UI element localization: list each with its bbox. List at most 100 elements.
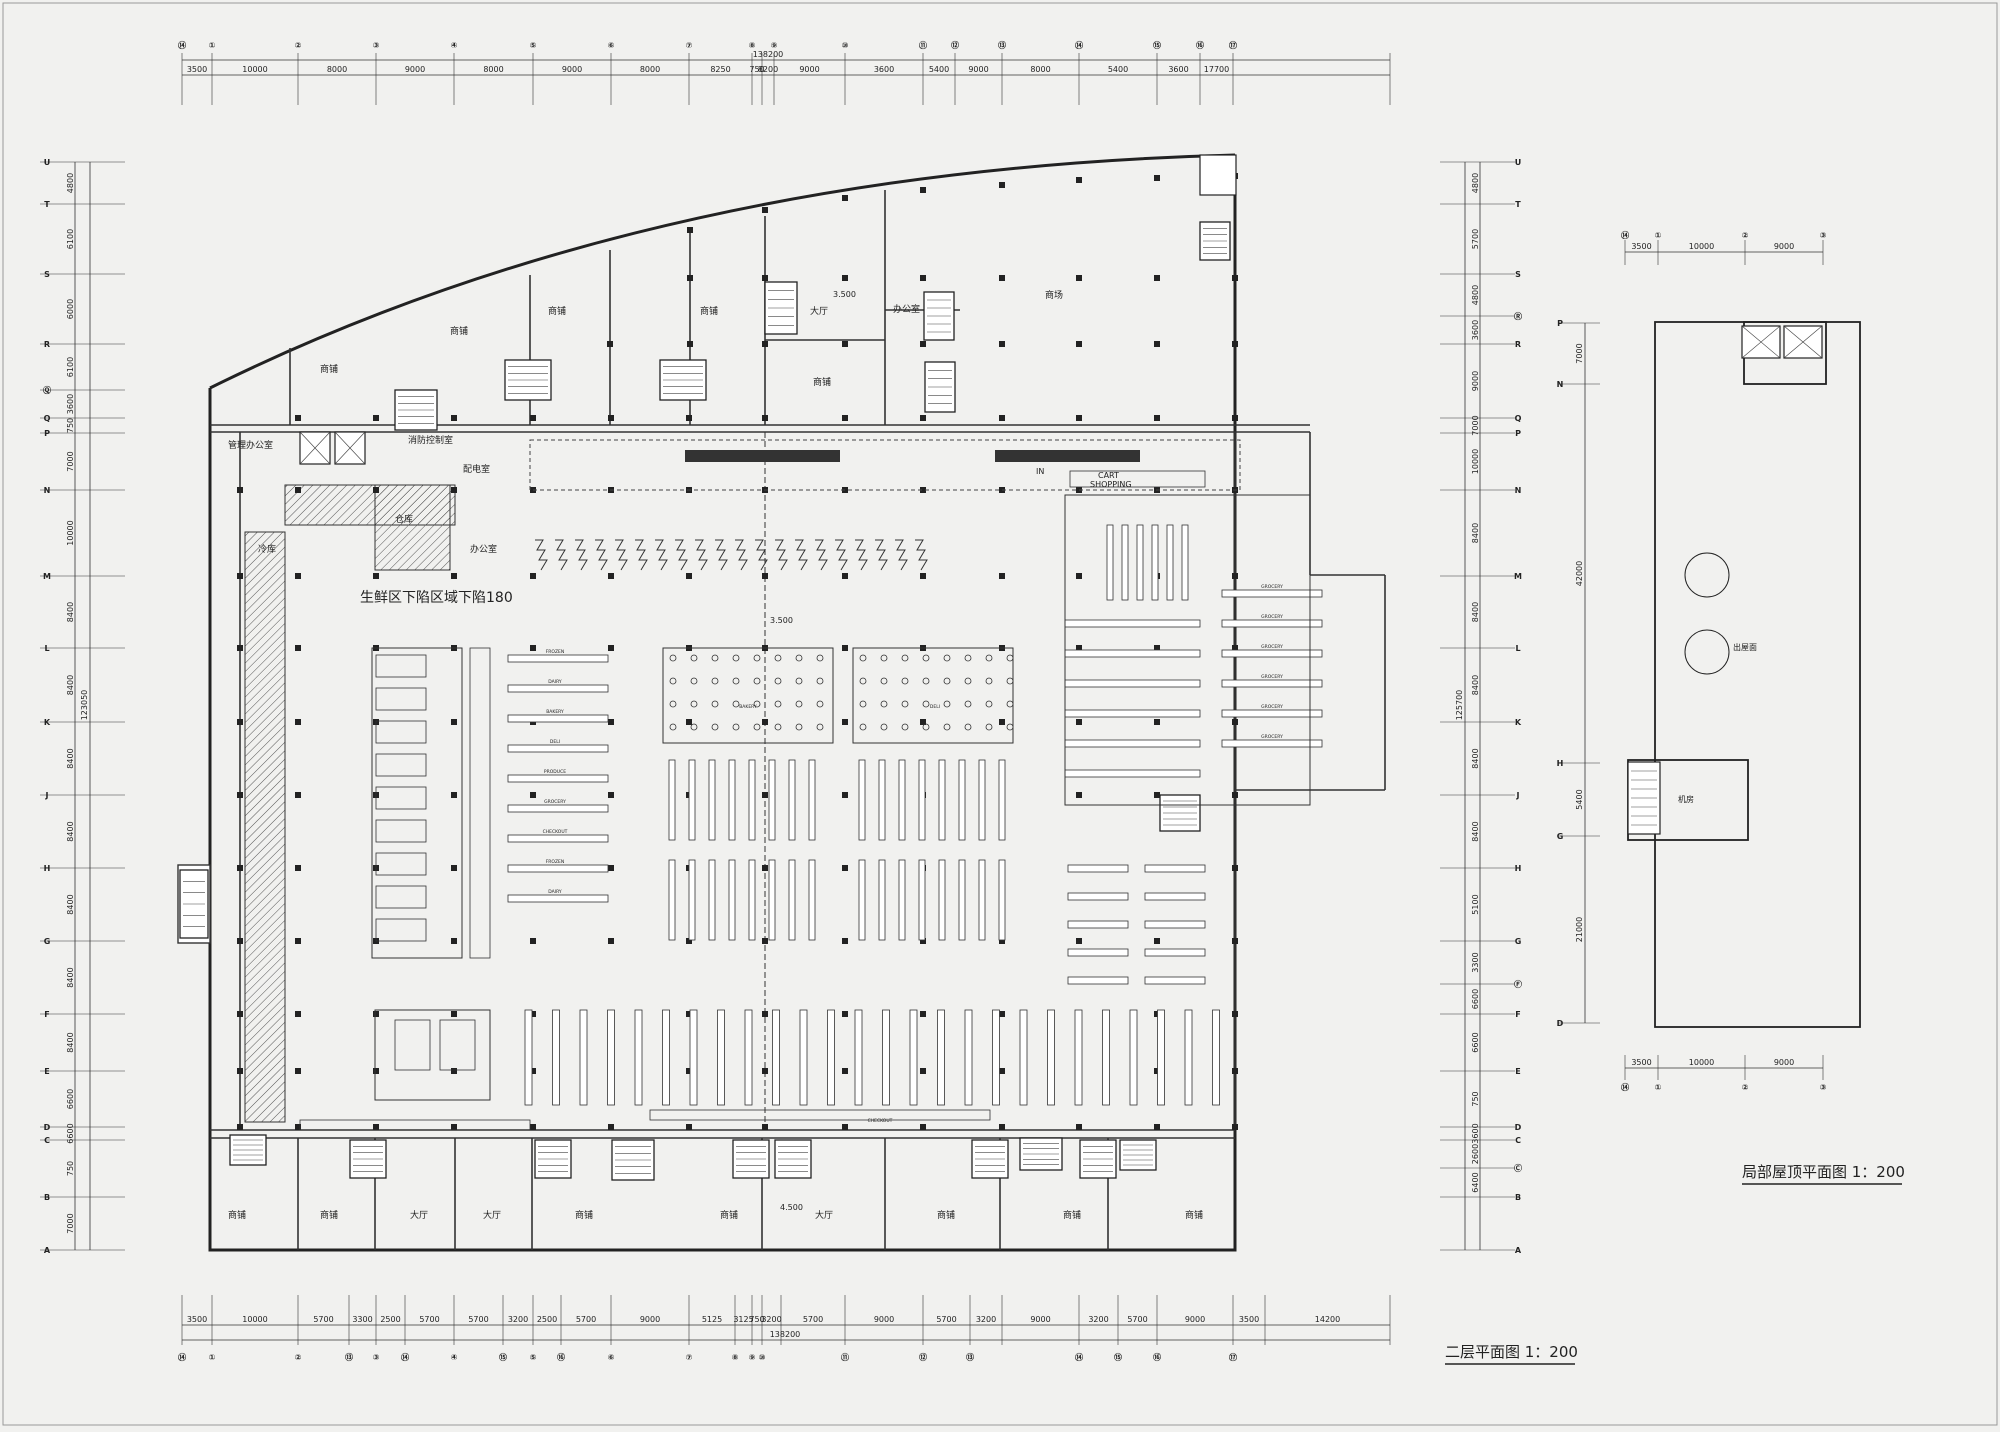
roof-top-axis-label: ③ <box>1820 231 1827 240</box>
table <box>901 654 909 662</box>
structural-column <box>920 719 926 725</box>
cart-rack <box>555 539 568 571</box>
grocery-block <box>1064 494 1311 806</box>
bottom-dim-value: 2500 <box>380 1315 400 1324</box>
left-dim-value: 8400 <box>66 675 75 695</box>
structural-column <box>373 415 379 421</box>
structural-column <box>295 1068 301 1074</box>
shelf <box>1121 524 1129 601</box>
top-axis-label: ① <box>209 41 216 50</box>
left-dim-value: 3600 <box>66 394 75 414</box>
shelf <box>507 654 609 663</box>
structural-column <box>762 207 768 213</box>
right-axis-label: Q <box>1515 414 1522 423</box>
structural-column <box>1154 415 1160 421</box>
shelf <box>1106 524 1114 601</box>
left-dim-value: 7000 <box>66 1213 75 1233</box>
cart-rack <box>875 539 888 571</box>
left-dim-value: 750 <box>66 418 75 433</box>
shelf <box>858 859 866 941</box>
left-dim-value: 8400 <box>66 748 75 768</box>
structural-column <box>1232 341 1238 347</box>
structural-column <box>608 792 614 798</box>
table <box>859 654 867 662</box>
shelf <box>507 894 609 903</box>
structural-column <box>530 415 536 421</box>
right-dim-value: 8400 <box>1471 675 1480 695</box>
right-axis-label: T <box>1515 200 1521 209</box>
bottom-axis-label: ⑬ <box>966 1352 974 1362</box>
table <box>774 700 782 708</box>
left-dim-value: 8400 <box>66 821 75 841</box>
right-axis-label: A <box>1515 1246 1522 1255</box>
right-axis-label: C <box>1515 1136 1521 1145</box>
counter <box>394 1019 431 1071</box>
counter <box>439 1019 476 1071</box>
shelf <box>1064 649 1201 658</box>
structural-column <box>842 865 848 871</box>
right-dim-value: 2600 <box>1471 1144 1480 1164</box>
bottom-dim-value: 5700 <box>936 1315 956 1324</box>
structural-column <box>237 1124 243 1130</box>
structural-column <box>608 719 614 725</box>
structural-column <box>999 415 1005 421</box>
bottom-dim-value: 5700 <box>1127 1315 1147 1324</box>
structural-column <box>373 1011 379 1017</box>
aisle-shelf <box>607 1009 615 1106</box>
table <box>690 677 698 685</box>
cart-rack <box>775 539 788 571</box>
structural-column <box>1154 275 1160 281</box>
stairs-and-elevators <box>179 154 1823 1181</box>
shelf-label: GROCERY <box>1261 584 1283 590</box>
bottom-axis-label: ⑨ <box>749 1353 756 1362</box>
structural-column <box>608 573 614 579</box>
structural-column <box>920 573 926 579</box>
right-axis-label: L <box>1515 644 1520 653</box>
shelf-label: FROZEN <box>546 649 565 655</box>
cart-rack <box>715 539 728 571</box>
level-mark: 3.500 <box>833 290 856 299</box>
structural-column <box>1154 341 1160 347</box>
right-dim-value: 9000 <box>1471 371 1480 391</box>
display-case <box>375 885 427 909</box>
shelf <box>1181 524 1189 601</box>
left-axis-label: R <box>44 340 50 349</box>
west-service-corridor <box>177 484 456 1123</box>
roof-bottom-dim-value: 3500 <box>1631 1058 1651 1067</box>
structural-column <box>920 187 926 193</box>
structural-column <box>842 1068 848 1074</box>
table <box>690 654 698 662</box>
store-fixtures: FROZENDAIRYBAKERYDELIPRODUCEGROCERYCHECK… <box>299 494 1323 1131</box>
top-axis-label: ⑤ <box>530 41 537 50</box>
shelf <box>1067 976 1129 985</box>
structural-column <box>687 341 693 347</box>
table <box>795 700 803 708</box>
left-dim-value: 6100 <box>66 357 75 377</box>
table <box>732 700 740 708</box>
table <box>922 654 930 662</box>
right-dim-value: 8400 <box>1471 523 1480 543</box>
structural-column <box>1076 415 1082 421</box>
roof-top-dim-value: 3500 <box>1631 242 1651 251</box>
structural-column <box>608 938 614 944</box>
zone-label: BAKERY <box>739 704 757 710</box>
structural-column <box>762 719 768 725</box>
structural-column <box>920 1068 926 1074</box>
structural-column <box>999 938 1005 944</box>
cart-rack <box>595 539 608 571</box>
shelf <box>1067 948 1129 957</box>
checkout-lanes <box>299 1119 531 1131</box>
structural-column <box>1232 1124 1238 1130</box>
bottom-axis-label: ⑭ <box>401 1352 409 1362</box>
bottom-axis-label: ⑰ <box>1229 1352 1237 1362</box>
right-dim-value: 8400 <box>1471 602 1480 622</box>
shelf <box>1064 709 1201 718</box>
table <box>880 723 888 731</box>
display-case <box>375 852 427 876</box>
shelf-label: GROCERY <box>1261 734 1283 740</box>
aisle-shelf <box>909 1009 918 1106</box>
shelf <box>1151 524 1159 601</box>
bottom-dim-value: 3200 <box>1088 1315 1108 1324</box>
shelf <box>1064 739 1201 748</box>
